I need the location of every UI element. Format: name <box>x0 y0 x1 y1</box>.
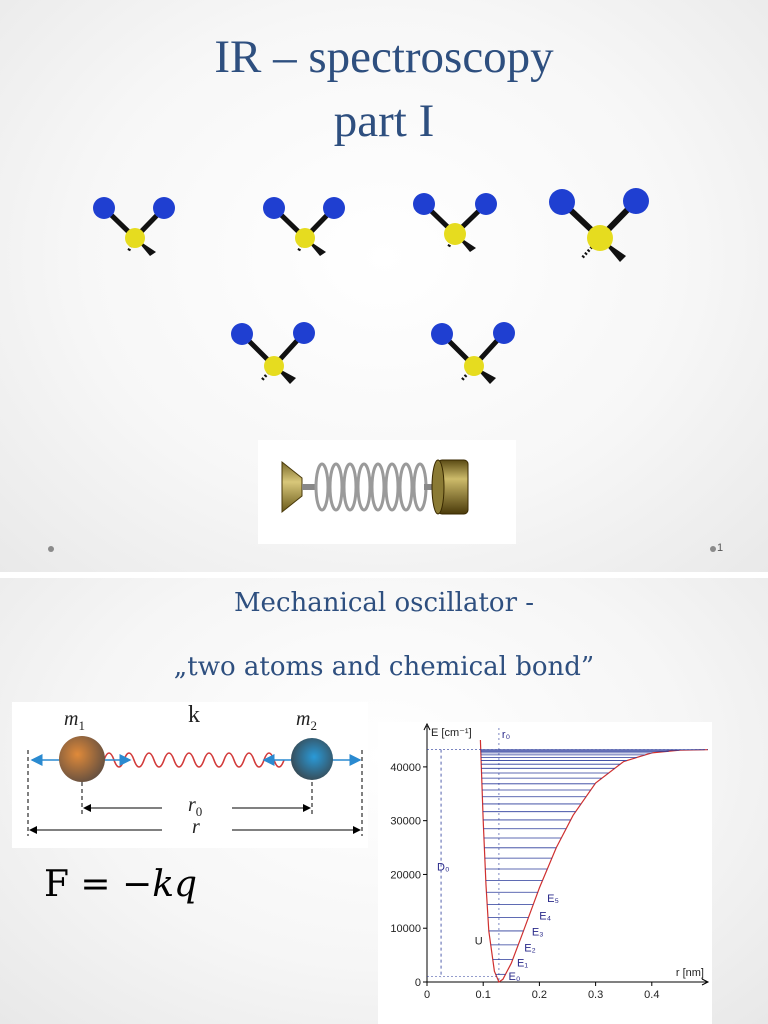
molecule-vibration-6 <box>431 322 515 384</box>
x-tick-label: 0.4 <box>644 989 659 1001</box>
y-axis-label: E [cm⁻¹] <box>431 727 472 739</box>
spring-mass-icon <box>281 459 469 515</box>
x-tick-label: 0.3 <box>588 989 603 1001</box>
slide-subtitle-line-2: „two atoms and chemical bond” <box>173 652 595 682</box>
molecule-vibration-4 <box>549 188 649 262</box>
y-axis-arrow <box>423 722 431 731</box>
energy-level-label: E₀ <box>509 971 521 983</box>
equilibrium-distance-label: r0 <box>188 794 203 819</box>
y-tick-label: 10000 <box>390 923 421 935</box>
dissociation-label: D₀ <box>437 861 450 873</box>
molecule-vibration-1 <box>93 197 175 256</box>
y-tick-label: 30000 <box>390 816 421 828</box>
x-tick-label: 0.2 <box>532 989 547 1001</box>
x-axis-label: r [nm] <box>676 967 704 979</box>
y-tick-label: 20000 <box>390 869 421 881</box>
slide-2: Mechanical oscillator - „two atoms and c… <box>0 578 768 1024</box>
mass-2-label: m2 <box>296 708 317 733</box>
bullet-dot-right <box>710 546 716 552</box>
energy-level-label: E₄ <box>539 910 551 922</box>
hooke-law-formula: F = −𝑘𝑞 <box>44 864 198 905</box>
x-axis-arrow <box>701 978 710 986</box>
molecule-vibration-3 <box>413 193 497 252</box>
mass-1-label: m1 <box>64 708 85 733</box>
molecule-vibration-2 <box>263 197 345 256</box>
slide-1: IR – spectroscopy part I <box>0 0 768 572</box>
page-number: 1 <box>717 542 724 554</box>
slide-title-line-2: part I <box>333 95 435 147</box>
molecule-vibration-5 <box>231 322 315 384</box>
energy-level-label: E₁ <box>517 958 528 970</box>
equilibrium-marker-label: r₀ <box>502 729 510 741</box>
y-tick-label: 0 <box>415 977 421 989</box>
bullet-dot-left <box>48 546 54 552</box>
potential-energy-chart-frame: 0 10000 20000 30000 40000 0 0.1 0.2 0.3 0.4 E [cm⁻… <box>378 722 712 1024</box>
two-atom-spring-icon <box>27 736 363 836</box>
slide-title-line-1: IR – spectroscopy <box>214 31 554 83</box>
energy-level-label: E₂ <box>524 943 536 955</box>
distance-label: r <box>192 816 200 838</box>
spring-image-frame <box>258 440 516 544</box>
potential-energy-chart: 0 10000 20000 30000 40000 0 0.1 0.2 0.3 0.4 E [cm⁻… <box>390 722 710 1001</box>
x-tick-label: 0 <box>424 989 430 1001</box>
oscillator-diagram: m1 m2 k r0 r <box>12 702 368 848</box>
potential-label: U <box>475 935 483 947</box>
y-tick-label: 40000 <box>390 762 421 774</box>
spring-constant-label: k <box>188 702 200 728</box>
potential-curve <box>479 739 709 983</box>
energy-level-label: E₃ <box>532 926 544 938</box>
slide-subtitle-line-1: Mechanical oscillator - <box>233 588 535 618</box>
x-tick-label: 0.1 <box>476 989 491 1001</box>
energy-level-label: E₅ <box>547 893 559 905</box>
